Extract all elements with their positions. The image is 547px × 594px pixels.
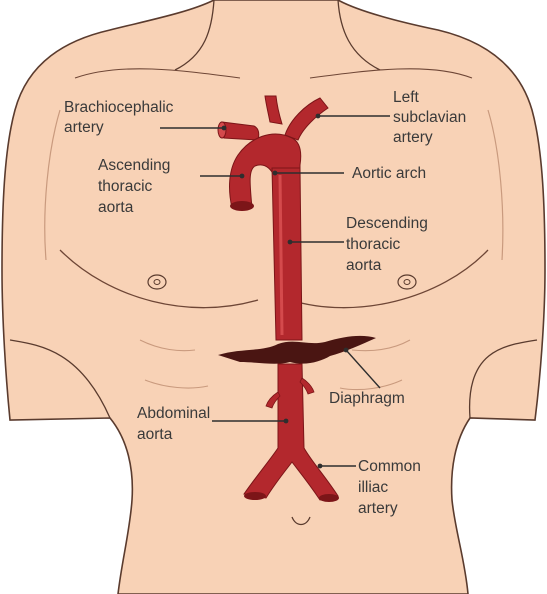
pin-common-iliac xyxy=(318,464,323,469)
label-diaphragm: Diaphragm xyxy=(329,390,405,407)
iliac-opening-left xyxy=(244,492,266,500)
label-aortic-arch: Aortic arch xyxy=(352,165,426,182)
pin-abdominal xyxy=(284,419,289,424)
pin-brachiocephalic xyxy=(222,126,227,131)
pin-descending xyxy=(288,240,293,245)
descending-thoracic-shape xyxy=(272,168,302,340)
pin-left-subclavian xyxy=(316,114,321,119)
pin-ascending xyxy=(240,174,245,179)
descending-highlight xyxy=(280,175,282,335)
iliac-opening-right xyxy=(319,494,339,502)
ascending-opening xyxy=(230,201,254,211)
pin-aortic-arch xyxy=(273,171,278,176)
pin-diaphragm xyxy=(344,348,349,353)
